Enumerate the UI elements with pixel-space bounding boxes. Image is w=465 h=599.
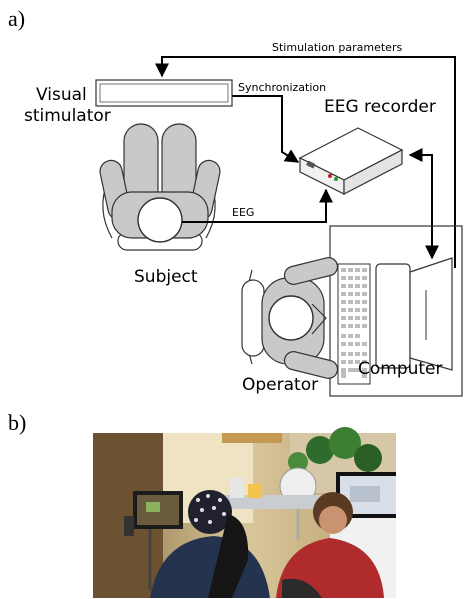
visual-stimulator-label-line1: Visual	[36, 85, 87, 105]
computer-label: Computer	[358, 359, 443, 379]
desk-outline	[329, 225, 463, 397]
keyboard	[337, 263, 371, 385]
operator-figure	[241, 257, 339, 379]
stimulation-parameters-arrow	[155, 56, 456, 268]
panel-b-label: b)	[8, 410, 26, 435]
eeg-arrow	[182, 188, 333, 223]
visual-stimulator-label-line2: stimulator	[24, 106, 111, 126]
recorder-computer-arrow	[408, 148, 439, 260]
operator-label: Operator	[242, 375, 318, 395]
visual-stimulator-screen	[95, 79, 233, 107]
stimulation-parameters-label: Stimulation parameters	[272, 41, 402, 54]
eeg-recorder-box	[298, 127, 404, 195]
subject-figure	[99, 123, 221, 251]
experiment-photograph	[93, 427, 396, 598]
eeg-recorder-label: EEG recorder	[324, 97, 436, 117]
synchronization-arrow	[232, 95, 300, 163]
subject-label: Subject	[134, 267, 198, 287]
computer-monitor	[375, 257, 453, 371]
synchronization-label: Synchronization	[238, 81, 326, 94]
eeg-label: EEG	[232, 206, 254, 219]
panel-a-label: a)	[8, 6, 25, 31]
